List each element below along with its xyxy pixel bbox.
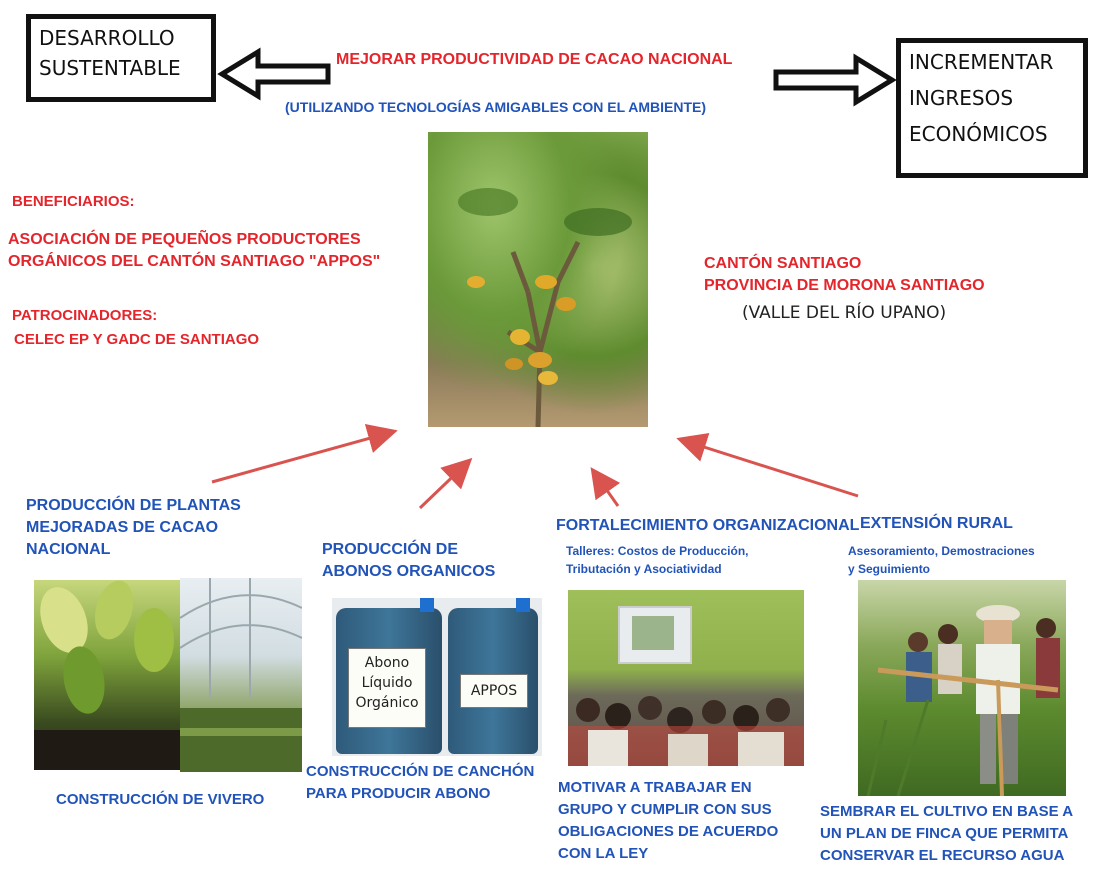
jug-label-appos: APPOS <box>460 674 528 708</box>
col2-title-1: PRODUCCIÓN DE <box>322 541 459 558</box>
col3-title: FORTALECIMIENTO ORGANIZACIONAL <box>556 517 860 534</box>
field-workers-illustration <box>866 605 1060 796</box>
cacao-plant-illustration <box>458 188 632 427</box>
beneficiarios-line-1: ASOCIACIÓN DE PEQUEÑOS PRODUCTORES <box>8 231 361 248</box>
beneficiarios-title: BENEFICIARIOS: <box>12 193 135 210</box>
patrocinadores-title: PATROCINADORES: <box>12 307 158 324</box>
col4-subtitle-2: y Seguimiento <box>848 562 931 576</box>
arrow-to-photo-4 <box>676 432 859 498</box>
canton-label: CANTÓN SANTIAGO <box>704 255 862 272</box>
projection-image <box>632 616 674 650</box>
field-extension-photo <box>858 580 1066 796</box>
incrementar-line-2: INGRESOS <box>909 86 1014 110</box>
col4-subtitle-1: Asesoramiento, Demostraciones <box>848 544 1035 558</box>
desarrollo-line-1: DESARROLLO <box>39 26 175 50</box>
arrow-to-photo-2 <box>418 457 473 510</box>
arrow-to-photo-3 <box>590 467 621 507</box>
patrocinadores-value: CELEC EP Y GADC DE SANTIAGO <box>14 331 260 348</box>
incrementar-line-3: ECONÓMICOS <box>909 122 1048 146</box>
col2-caption-2: PARA PRODUCIR ABONO <box>306 785 491 802</box>
valle-label: (VALLE DEL RÍO UPANO) <box>742 303 947 323</box>
col2-title-2: ABONOS ORGANICOS <box>322 563 496 580</box>
incrementar-line-1: INCREMENTAR <box>909 50 1054 74</box>
col1-title-1: PRODUCCIÓN DE PLANTAS <box>26 497 241 514</box>
col3-subtitle-2: Tributación y Asociatividad <box>566 562 722 576</box>
desarrollo-line-2: SUSTENTABLE <box>39 56 181 80</box>
col4-caption-3: CONSERVAR EL RECURSO AGUA <box>820 847 1065 864</box>
organic-fertilizer-photo: Abono Líquido Orgánico APPOS <box>332 598 542 756</box>
jug-label-abono: Abono Líquido Orgánico <box>348 648 426 728</box>
arrow-to-photo-1 <box>211 423 398 484</box>
jug-label-abono-line-3: Orgánico <box>355 695 419 711</box>
incrementar-box: INCREMENTAR INGRESOS ECONÓMICOS <box>896 38 1088 178</box>
col1-title-3: NACIONAL <box>26 541 111 558</box>
jug-label-appos-text: APPOS <box>470 683 518 699</box>
seedlings-illustration <box>34 580 180 770</box>
projection-screen <box>618 606 692 664</box>
jug-cap-2 <box>516 598 530 612</box>
greenhouse-photo <box>180 578 302 772</box>
col3-caption-4: CON LA LEY <box>558 845 649 862</box>
jug-label-abono-line-1: Abono <box>364 655 410 671</box>
subheadline: (UTILIZANDO TECNOLOGÍAS AMIGABLES CON EL… <box>285 99 707 115</box>
jug-cap-1 <box>420 598 434 612</box>
provincia-label: PROVINCIA DE MORONA SANTIAGO <box>704 277 985 294</box>
arrow-left-outline <box>217 47 331 101</box>
greenhouse-illustration <box>180 578 302 772</box>
workshop-photo <box>568 590 804 766</box>
col3-caption-1: MOTIVAR A TRABAJAR EN <box>558 779 752 796</box>
col4-caption-1: SEMBRAR EL CULTIVO EN BASE A <box>820 803 1074 820</box>
arrow-right-outline <box>773 53 897 107</box>
col4-title: EXTENSIÓN RURAL <box>860 515 1013 532</box>
col3-subtitle-1: Talleres: Costos de Producción, <box>566 544 749 558</box>
cacao-tree-photo <box>428 132 648 427</box>
cacao-seedlings-photo <box>34 580 180 770</box>
col1-title-2: MEJORADAS DE CACAO <box>26 519 219 536</box>
beneficiarios-line-2: ORGÁNICOS DEL CANTÓN SANTIAGO "APPOS" <box>8 253 381 270</box>
headline: MEJORAR PRODUCTIVIDAD DE CACAO NACIONAL <box>336 51 733 68</box>
col2-caption-1: CONSTRUCCIÓN DE CANCHÓN <box>306 763 535 780</box>
col3-caption-3: OBLIGACIONES DE ACUERDO <box>558 823 779 840</box>
audience-illustration <box>568 696 804 766</box>
jug-label-abono-line-2: Líquido <box>361 675 413 691</box>
col4-caption-2: UN PLAN DE FINCA QUE PERMITA <box>820 825 1069 842</box>
col3-caption-2: GRUPO Y CUMPLIR CON SUS <box>558 801 772 818</box>
desarrollo-box: DESARROLLO SUSTENTABLE <box>26 14 216 102</box>
col1-caption: CONSTRUCCIÓN DE VIVERO <box>56 791 265 808</box>
